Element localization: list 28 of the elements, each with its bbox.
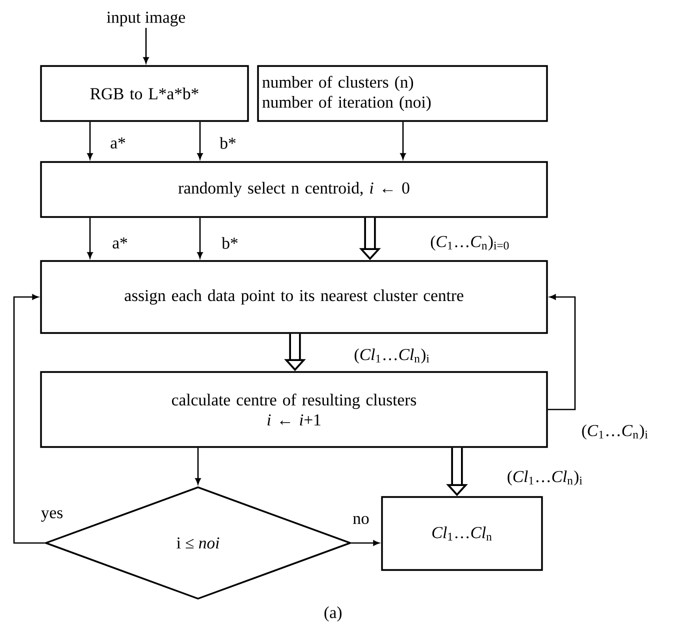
edge-label: a* — [110, 137, 126, 149]
arrow — [87, 218, 93, 258]
edge-label: (C$_{1}$…C$_{n}$)$_{i}$ — [582, 424, 648, 440]
process-box: randomly select n centroid, i ← 0 — [40, 161, 548, 218]
process-box: calculate centre of resulting clusters i ← i+1 — [40, 371, 548, 448]
process-box: assign each data point to its nearest cluster centre — [40, 260, 548, 334]
edge-label: b* — [220, 137, 236, 149]
arrow — [195, 448, 201, 484]
arrow — [351, 540, 380, 546]
parameter-box: number of clusters (n) number of iteration (noi) — [257, 65, 548, 122]
edge-label: no — [353, 516, 369, 524]
input-label: input image — [106, 12, 185, 26]
edge-label: a* — [112, 237, 128, 249]
arrow — [197, 218, 203, 258]
edge-label: (C$_{1}$…C$_{n}$)$_{i=0}$ — [430, 235, 509, 251]
edge-label: b* — [222, 237, 238, 249]
edge-label: yes — [41, 510, 62, 522]
edge-label: (Cl$_{1}$…Cl$_{n}$)$_{i}$ — [508, 470, 582, 486]
arrow — [143, 28, 149, 64]
arrow — [197, 122, 203, 160]
arrow — [87, 122, 93, 160]
edge-label: (Cl$_{1}$…Cl$_{n}$)$_{i}$ — [354, 348, 430, 364]
caption: (a) — [324, 606, 342, 622]
process-box: RGB to L*a*b* — [40, 65, 249, 122]
output-box: Cl$_{1}$…Cl$_{n}$ — [381, 496, 543, 571]
arrow — [548, 294, 576, 410]
arrow — [400, 122, 406, 160]
arrow — [13, 294, 45, 544]
